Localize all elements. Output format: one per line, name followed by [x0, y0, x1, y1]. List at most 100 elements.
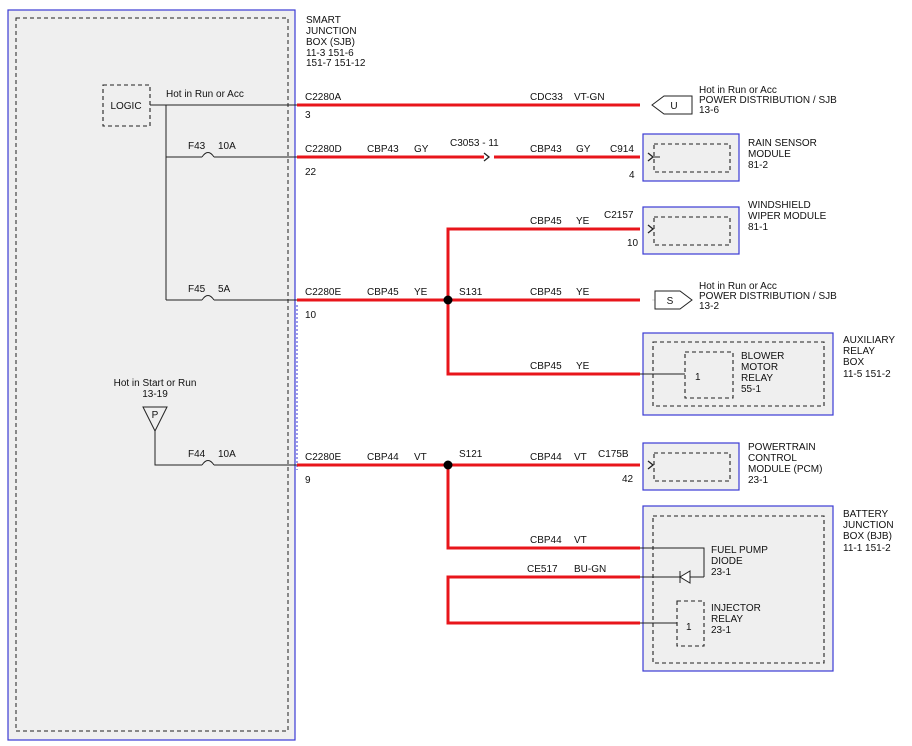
- f45-id: F45: [188, 284, 206, 295]
- logic-box: [102, 84, 151, 127]
- f45-fuse-symbol: [201, 295, 215, 301]
- ce517-color: BU-GN: [574, 564, 606, 575]
- f44-id: F44: [188, 449, 206, 460]
- pcm-inner: [653, 452, 731, 482]
- sjb-refs-line: 151-7 151-12: [306, 58, 366, 69]
- inline-connector-label: C3053 - 11: [450, 138, 499, 149]
- c914-pin: 4: [629, 170, 635, 181]
- cbp45-top-circuit: CBP45: [530, 216, 562, 227]
- injector-relay-pin: 1: [686, 622, 692, 633]
- sjb-inner-box: [15, 17, 289, 732]
- blower-relay-text-line: 55-1: [741, 384, 761, 395]
- aux-relay-refs: 11-5 151-2: [843, 369, 891, 380]
- wires: [297, 103, 640, 625]
- connector-pin: 9: [305, 475, 311, 486]
- pcm-text-line: 23-1: [748, 475, 768, 486]
- pd-s-text-line: 13-2: [699, 301, 719, 312]
- s131-splice: [443, 295, 453, 305]
- connector-pin: 3: [305, 110, 311, 121]
- cbp44-low-color: VT: [574, 535, 587, 546]
- cdc33-circuit: CDC33: [530, 92, 563, 103]
- logic-label: LOGIC: [110, 101, 141, 112]
- c914-arrow: [647, 152, 655, 162]
- pd-u-text-line: POWER DISTRIBUTION / SJB: [699, 95, 837, 106]
- cbp43-a-circuit: CBP43: [367, 144, 399, 155]
- pd-s-letter: S: [667, 296, 674, 307]
- s131-label: S131: [459, 287, 483, 298]
- symbols: [142, 95, 693, 584]
- rain-sensor-text-line: RAIN SENSOR: [748, 138, 817, 149]
- c3053-arrow: [483, 152, 491, 162]
- sjb-title-line: SMART: [306, 15, 341, 26]
- diode-feed-line: [640, 547, 705, 577]
- blower-relay-text-line: BLOWER: [741, 351, 784, 362]
- rain-sensor-inner: [653, 143, 731, 173]
- cbp44-main-circuit: CBP44: [367, 452, 399, 463]
- bjb-title-line: JUNCTION: [843, 520, 894, 531]
- connector-pin: 10: [305, 310, 317, 321]
- f43-id: F43: [188, 141, 206, 152]
- blower-relay-box: [684, 351, 734, 399]
- fuel-pump-diode-text-line: 23-1: [711, 567, 731, 578]
- hot-start-run-label: Hot in Start or Run: [114, 378, 197, 389]
- f45-rating: 5A: [218, 284, 231, 295]
- component-boxes: [7, 9, 834, 741]
- blower-relay-pin: 1: [695, 372, 701, 383]
- cbp45-mid-color: YE: [576, 287, 590, 298]
- injector-relay-text-line: RELAY: [711, 614, 743, 625]
- aux-relay-title-line: BOX: [843, 357, 864, 368]
- connector-pin: 22: [305, 167, 317, 178]
- aux-relay-title-line: RELAY: [843, 346, 875, 357]
- cbp45-mid-circuit: CBP45: [530, 287, 562, 298]
- pd-s-symbol: [654, 290, 693, 310]
- pd-u-text-line: Hot in Run or Acc: [699, 85, 777, 96]
- wiper-module-text-line: WIPER MODULE: [748, 211, 827, 222]
- f43-rating: 10A: [218, 141, 236, 152]
- cdc33-color: VT-GN: [574, 92, 605, 103]
- connector-name: C2280E: [305, 287, 341, 298]
- fuel-pump-diode-text-line: DIODE: [711, 556, 743, 567]
- p-feed-triangle: [142, 406, 168, 433]
- connector-name: C2280D: [305, 144, 342, 155]
- cbp45-main-circuit: CBP45: [367, 287, 399, 298]
- wiper-module-text-line: WINDSHIELD: [748, 200, 811, 211]
- cbp43-b-circuit: CBP43: [530, 144, 562, 155]
- hot-run-acc-label: Hot in Run or Acc: [166, 89, 244, 100]
- injector-relay-text-line: INJECTOR: [711, 603, 761, 614]
- c914-connector: C914: [610, 144, 634, 155]
- bjb-title-line: BOX (BJB): [843, 531, 892, 542]
- f43-fuse-symbol: [201, 152, 215, 158]
- cbp45-low-circuit: CBP45: [530, 361, 562, 372]
- c2157-pin: 10: [627, 238, 639, 249]
- injector-relay-box: [676, 600, 705, 647]
- wiper-module-inner: [653, 216, 731, 246]
- cbp44-main-color: VT: [414, 452, 427, 463]
- blower-relay-text-line: MOTOR: [741, 362, 778, 373]
- cbp45-top-wire: [446, 227, 640, 300]
- cbp43-a-color: GY: [414, 144, 429, 155]
- ce517-circuit: CE517: [527, 564, 558, 575]
- sjb-title-line: BOX (SJB): [306, 37, 355, 48]
- f44-rating: 10A: [218, 449, 236, 460]
- s121-label: S121: [459, 449, 483, 460]
- pd-u-letter: U: [670, 101, 677, 112]
- c175b-arrow: [647, 460, 655, 470]
- pd-s-text-line: POWER DISTRIBUTION / SJB: [699, 291, 837, 302]
- p-feed-symbol: P: [152, 410, 159, 421]
- cbp44-pcm-circuit: CBP44: [530, 452, 562, 463]
- f44-line: [154, 431, 297, 466]
- cbp44-pcm-color: VT: [574, 452, 587, 463]
- hot-start-run-ref: 13-19: [142, 389, 168, 400]
- pcm-text-line: MODULE (PCM): [748, 464, 822, 475]
- aux-relay-title-line: AUXILIARY: [843, 335, 895, 346]
- s121-splice: [443, 460, 453, 470]
- bjb-title-line: BATTERY: [843, 509, 889, 520]
- ce517-wire: [446, 575, 640, 625]
- rain-sensor-text-line: MODULE: [748, 149, 791, 160]
- fuel-pump-diode-symbol: [679, 570, 691, 584]
- cbp45-top-color: YE: [576, 216, 590, 227]
- pd-s-text-line: Hot in Run or Acc: [699, 281, 777, 292]
- injector-relay-text-line: 23-1: [711, 625, 731, 636]
- sjb-refs-line: 11-3 151-6: [306, 48, 354, 59]
